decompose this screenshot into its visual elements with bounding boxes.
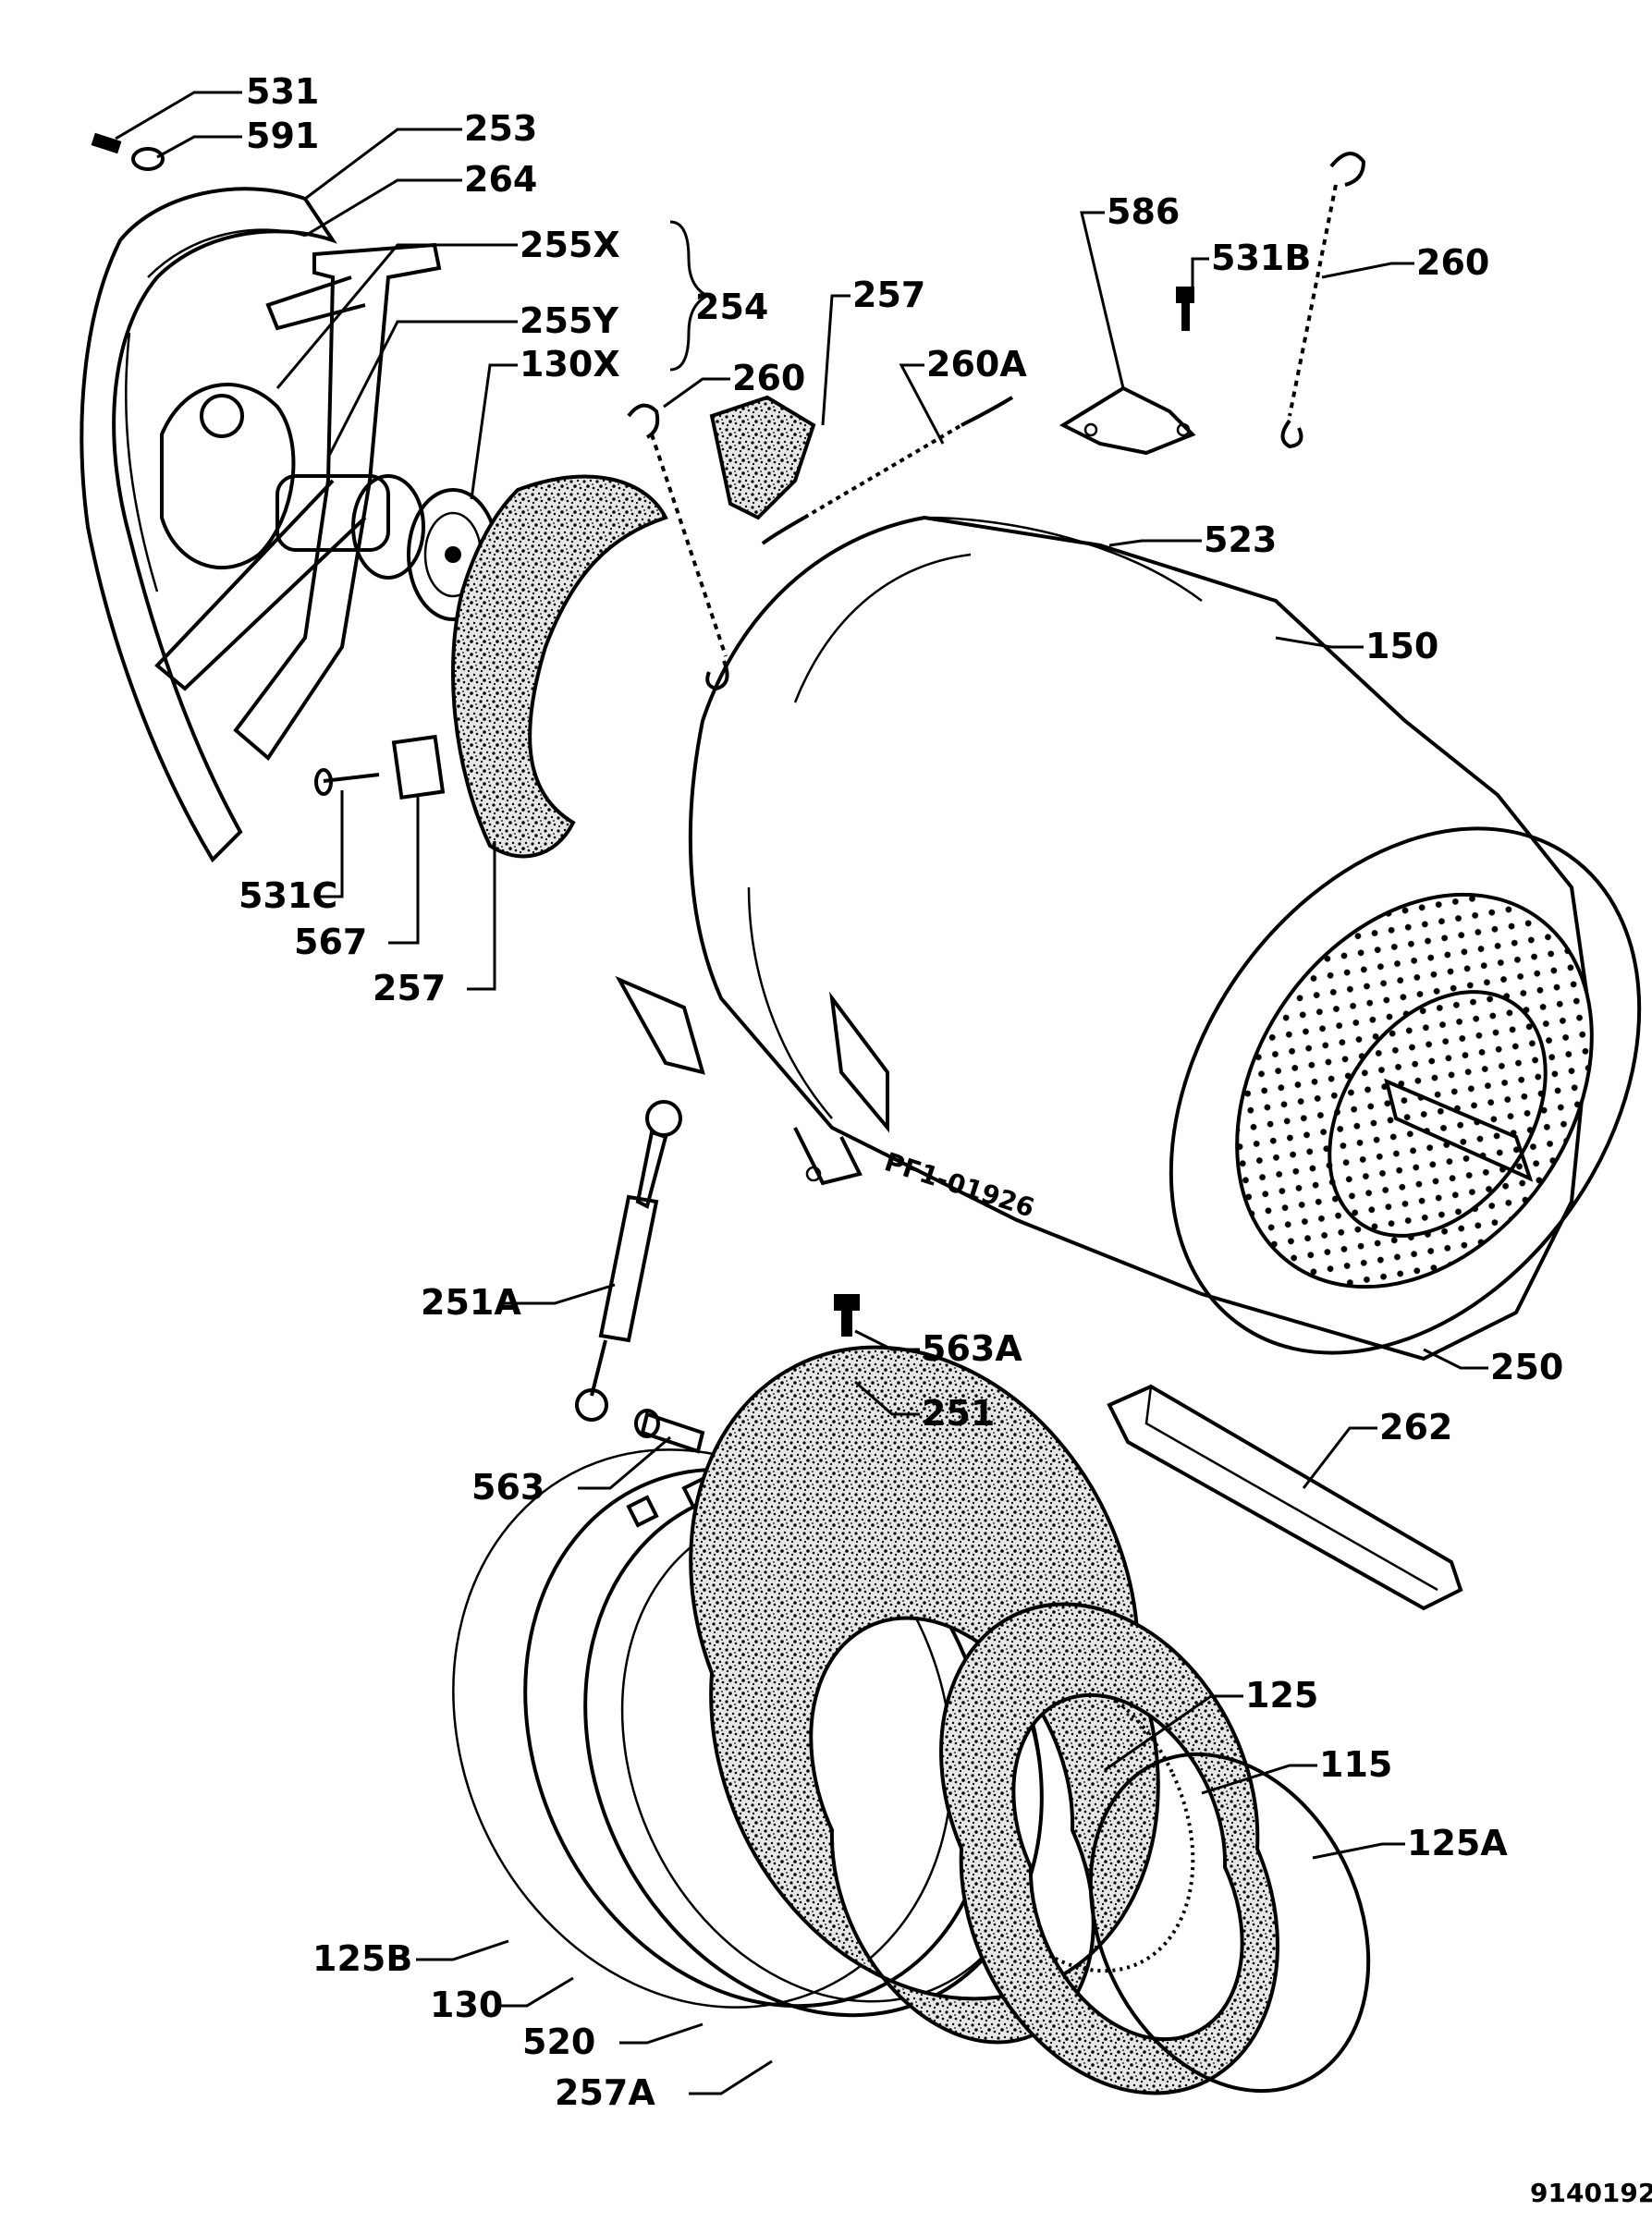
label-115: 115 [1319, 1744, 1392, 1785]
label-255x: 255X [520, 225, 620, 265]
spring-260-center [627, 403, 729, 691]
label-130: 130 [430, 1985, 503, 2025]
label-255y: 255Y [520, 300, 618, 341]
screw-531 [91, 132, 165, 171]
counterweight-257-left [451, 474, 668, 859]
label-591: 591 [246, 116, 319, 156]
perforated-drum-face [1235, 892, 1594, 1289]
bolt-563 [634, 1409, 705, 1454]
spider-arm [233, 242, 442, 761]
label-253: 253 [464, 108, 537, 149]
label-125b: 125B [312, 1938, 412, 1979]
part-labels: 531 591 253 264 255X 254 255Y 130X 260 2… [239, 71, 1563, 2113]
label-586: 586 [1107, 191, 1180, 232]
clamp-ring-125a [1088, 1752, 1371, 2094]
label-260-right: 260 [1416, 242, 1489, 283]
label-257-top: 257 [852, 275, 925, 315]
label-250: 250 [1490, 1347, 1563, 1387]
label-523: 523 [1204, 519, 1277, 560]
label-130x: 130X [520, 344, 620, 385]
document-id: 91401926 [1530, 2178, 1652, 2208]
counterweight-257-top [709, 395, 816, 520]
screw-531c [314, 768, 380, 796]
label-520: 520 [522, 2021, 595, 2062]
label-257a: 257A [555, 2072, 655, 2113]
label-260-top: 260 [732, 358, 805, 398]
seal-130 [523, 1467, 993, 2009]
label-262: 262 [1379, 1407, 1452, 1447]
label-254: 254 [695, 287, 768, 327]
label-531b: 531B [1211, 238, 1311, 278]
label-251: 251 [922, 1393, 995, 1434]
label-563a: 563A [922, 1328, 1022, 1369]
pulley-hub [160, 383, 296, 570]
label-260a: 260A [926, 344, 1027, 385]
label-251a: 251A [421, 1282, 521, 1323]
lifter-paddle [1384, 1078, 1534, 1182]
label-264: 264 [464, 159, 537, 200]
label-531: 531 [246, 71, 319, 112]
spring-260-right [1280, 152, 1366, 449]
bolt-563a [834, 1294, 860, 1337]
bracket-586 [1059, 385, 1196, 456]
drum-250 [1169, 826, 1642, 1355]
plate-567 [391, 734, 446, 800]
label-563: 563 [471, 1467, 545, 1508]
leader-lines [115, 91, 1488, 2095]
damper-body [598, 1194, 659, 1343]
label-125: 125 [1245, 1675, 1318, 1716]
drawing-code: PF1-01926 [881, 1146, 1038, 1223]
shock-absorber-251a [575, 1100, 682, 1422]
clamp-ring-125b [452, 1448, 953, 2009]
rear-pulley-part [80, 187, 442, 863]
tub-assembly [615, 515, 1642, 1362]
bolt-531b [1176, 287, 1194, 331]
door-seal-115 [939, 1602, 1279, 2095]
washer-591 [131, 147, 165, 171]
label-125a: 125A [1407, 1823, 1508, 1863]
label-567: 567 [294, 922, 367, 962]
group-brace-254 [669, 220, 711, 372]
label-257-left: 257 [373, 968, 446, 1008]
label-531c: 531C [239, 875, 337, 916]
label-150: 150 [1365, 626, 1438, 666]
spring-260a [761, 396, 1014, 545]
